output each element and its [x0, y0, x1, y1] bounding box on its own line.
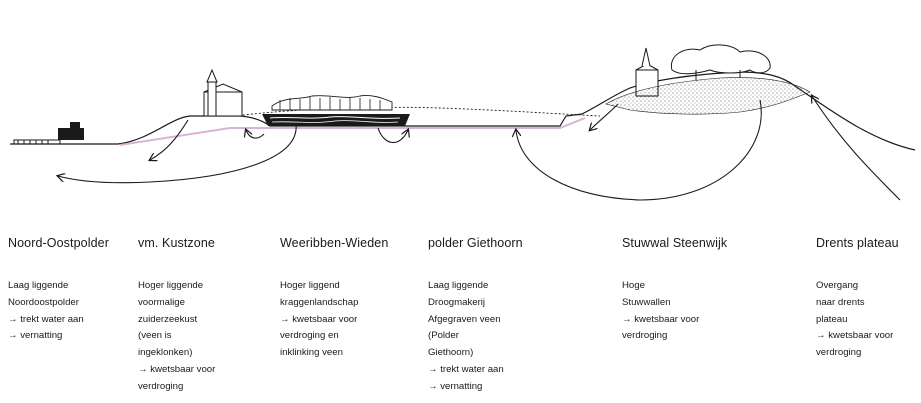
zone-column-polder-giethoorn: polder Giethoorn Laag liggende Droogmake…	[428, 236, 558, 396]
zone-line: Hoger liggend	[280, 280, 340, 291]
zone-line: Laag liggende	[8, 280, 69, 291]
zone-line: → kwetsbaar voor	[622, 313, 700, 325]
zone-title: polder Giethoorn	[428, 236, 523, 250]
zone-column-kustzone: vm. Kustzone Hoger liggende voormalige z…	[138, 236, 268, 396]
reed-vegetation	[271, 95, 393, 111]
zone-line: verdroging	[138, 380, 184, 392]
zone-line: Stuwwallen	[622, 296, 671, 308]
zone-line: voormalige	[138, 296, 185, 308]
zone-line: verdroging	[622, 330, 668, 342]
zone-line: (Polder	[428, 330, 459, 342]
zone-line: Overgang	[816, 280, 859, 291]
zone-line: → vernatting	[8, 330, 63, 342]
zone-title: Weeribben-Wieden	[280, 236, 389, 250]
zone-line: Afgegraven veen	[428, 313, 501, 325]
zone-line: kraggenlandschap	[280, 296, 359, 308]
zone-column-weeribben-wieden: Weeribben-Wieden Hoger liggend kraggenla…	[280, 236, 410, 362]
zone-line: Giethoorn)	[428, 347, 474, 359]
flow-arrow-moraine-local	[590, 103, 619, 130]
zone-title: Noord-Oostpolder	[8, 236, 109, 250]
flow-arrow-wetland-local-right	[377, 127, 408, 144]
zone-line: ingeklonken)	[138, 347, 193, 359]
zone-line: Droogmakerij	[428, 296, 486, 308]
zone-line: → vernatting	[428, 380, 483, 392]
peat-mat	[262, 114, 410, 126]
flow-arrow-wetland-local-left	[246, 130, 265, 139]
zone-line: Laag liggende	[428, 280, 489, 291]
zone-line: plateau	[816, 313, 848, 325]
flow-arrow-moraine-to-giethoorn	[516, 99, 762, 201]
zone-line: zuiderzeekust	[138, 313, 198, 325]
flow-arrows	[58, 96, 901, 201]
zone-line: → trekt water aan	[428, 363, 504, 375]
harvester-icon	[13, 122, 84, 145]
zone-line: verdroging en	[280, 330, 339, 342]
zone-line: naar drents	[816, 296, 865, 308]
zone-line: → kwetsbaar voor	[138, 363, 216, 375]
zone-column-noord-oostpolder: Noord-Oostpolder Laag liggende Noordoost…	[8, 236, 138, 345]
zone-line: → trekt water aan	[8, 313, 84, 325]
zone-line: Noordoostpolder	[8, 296, 79, 308]
zone-title: Drents plateau	[816, 236, 899, 250]
flow-arrow-plateau	[812, 96, 901, 201]
zone-line: → kwetsbaar voor	[280, 313, 358, 325]
water-table-accent	[119, 117, 586, 146]
zone-column-drents-plateau: Drents plateau Overgang naar drents plat…	[816, 236, 916, 362]
former-surface-dotted	[234, 106, 601, 117]
tree-canopy	[670, 44, 771, 80]
zone-line: inklinking veen	[280, 347, 343, 359]
zone-title: Stuwwal Steenwijk	[622, 236, 728, 250]
zone-line: verdroging	[816, 347, 862, 359]
flow-arrow-coast-to-polder	[150, 119, 189, 160]
zone-line: Hoger liggende	[138, 280, 204, 291]
flow-arrow-wetland-to-nop	[58, 123, 297, 184]
zone-title: vm. Kustzone	[138, 236, 215, 250]
church-icon	[203, 68, 243, 117]
moraine-sand-body	[605, 77, 811, 115]
zone-line: (veen is	[138, 330, 172, 342]
zone-column-stuwwal-steenwijk: Stuwwal Steenwijk Hoge Stuwwallen → kwet…	[622, 236, 752, 345]
zone-line: → kwetsbaar voor	[816, 330, 894, 342]
zone-line: Hoge	[622, 280, 645, 291]
cross-section-diagram	[10, 44, 916, 201]
